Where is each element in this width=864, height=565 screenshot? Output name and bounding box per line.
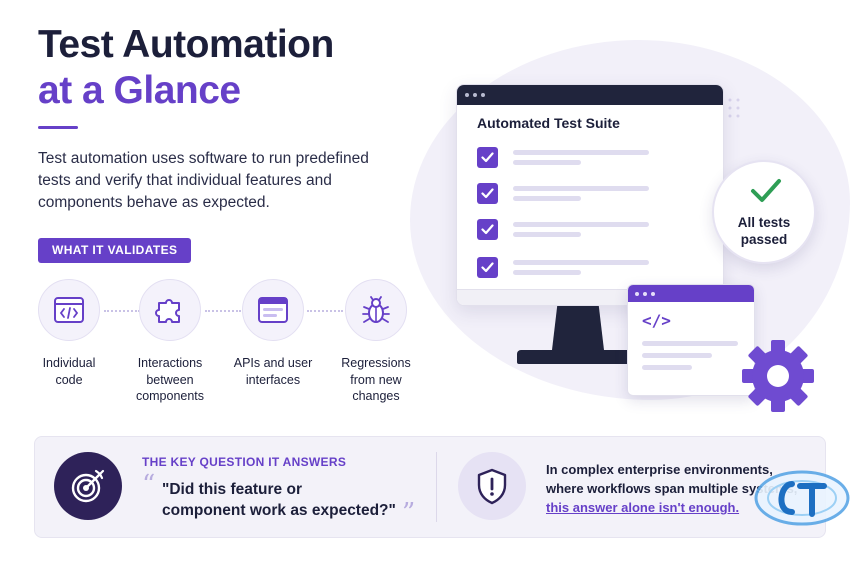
bug-icon xyxy=(345,279,407,341)
code-window-icon xyxy=(38,279,100,341)
test-row xyxy=(477,147,707,169)
context-text: In complex enterprise environments, wher… xyxy=(546,460,816,517)
connector-dots xyxy=(104,310,140,312)
quote-open-icon: “ xyxy=(142,470,156,500)
checkmark-icon xyxy=(751,179,781,202)
badge-text: All tests passed xyxy=(737,215,791,247)
checkbox-checked-icon xyxy=(477,147,498,168)
validate-item-individual-code: Individual code xyxy=(14,279,124,388)
test-row xyxy=(477,257,707,279)
title-line-1: Test Automation xyxy=(38,23,334,66)
validates-label: WHAT IT VALIDATES xyxy=(38,238,192,263)
checkbox-checked-icon xyxy=(477,183,498,204)
monitor-stand xyxy=(552,306,604,350)
page-title: Test Automation at a Glance xyxy=(38,22,334,114)
puzzle-icon xyxy=(139,279,201,341)
target-icon xyxy=(54,452,122,520)
quote-close-icon: ” xyxy=(402,498,416,528)
suite-title: Automated Test Suite xyxy=(477,115,620,131)
connector-dots xyxy=(307,310,343,312)
title-underline xyxy=(38,126,78,129)
monitor-base xyxy=(517,350,639,364)
watermark-logo xyxy=(754,470,850,526)
code-window: </> xyxy=(627,284,755,396)
key-question-panel xyxy=(34,436,826,538)
panel-divider xyxy=(436,452,437,522)
validate-item-label: Individual code xyxy=(42,356,96,387)
browser-window-icon xyxy=(242,279,304,341)
connector-dots xyxy=(205,310,241,312)
key-question-quote: "Did this feature or component work as e… xyxy=(162,481,396,519)
validate-item-label: Regressions from new changes xyxy=(341,356,411,403)
all-tests-passed-badge: All tests passed xyxy=(712,160,816,264)
shield-alert-icon xyxy=(458,452,526,520)
monitor-title-bar xyxy=(457,85,723,105)
test-row xyxy=(477,219,707,241)
key-question-label: THE KEY QUESTION IT ANSWERS xyxy=(142,455,347,469)
context-highlight: this answer alone isn't enough. xyxy=(546,500,740,515)
test-row xyxy=(477,183,707,205)
validate-item-regressions: Regressions from new changes xyxy=(321,279,431,405)
checkbox-checked-icon xyxy=(477,219,498,240)
validate-item-label: Interactions between components xyxy=(135,356,205,403)
validate-item-apis: APIs and user interfaces xyxy=(218,279,328,388)
validate-item-label: APIs and user interfaces xyxy=(233,356,313,387)
code-glyph: </> xyxy=(642,311,671,330)
title-line-2: at a Glance xyxy=(38,69,241,112)
checkbox-checked-icon xyxy=(477,257,498,278)
gear-icon xyxy=(742,340,814,412)
description-text: Test automation uses software to run pre… xyxy=(38,150,369,211)
test-suite-monitor: Automated Test Suite xyxy=(456,84,724,306)
validate-item-interactions: Interactions between components xyxy=(115,279,225,405)
